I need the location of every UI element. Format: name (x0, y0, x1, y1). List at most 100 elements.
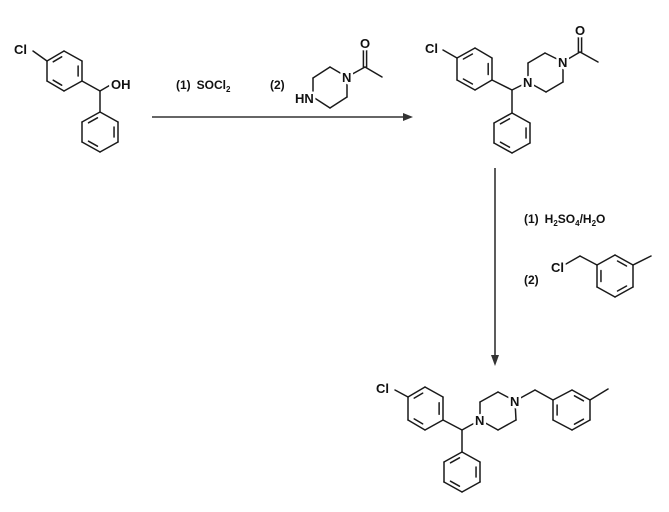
step2-reagent-1: (1)H2SO4/H2O (524, 212, 605, 228)
atom-label-n: N (558, 55, 567, 70)
ring-bond (571, 419, 591, 431)
bond (589, 388, 609, 401)
ring-bond (424, 419, 444, 431)
ring-bond (527, 52, 546, 64)
ring-bond (81, 111, 101, 123)
reaction-arrow-1 (152, 113, 413, 121)
bond (491, 79, 513, 91)
ring-bond (474, 79, 493, 91)
atom-label-o: O (575, 23, 585, 38)
aromatic-double-bond (573, 418, 585, 425)
aromatic-double-bond (449, 457, 461, 464)
bond (534, 389, 554, 401)
ring-bond (493, 142, 513, 154)
aromatic-double-bond (52, 79, 63, 86)
ring-bond (443, 481, 463, 493)
ring-bond (497, 391, 516, 402)
ring-bond (99, 141, 119, 153)
ring-bond (544, 52, 564, 63)
bond (514, 389, 536, 402)
atom-label-cl: Cl (376, 381, 389, 396)
ring-bond (99, 111, 119, 123)
ring-bond (514, 400, 517, 421)
ring-bond (571, 389, 591, 401)
atom-label-cl: Cl (425, 41, 438, 56)
bond (442, 419, 463, 431)
ring-bond (461, 481, 481, 493)
ring-bond (552, 419, 573, 431)
bond (562, 51, 581, 63)
ring-bond (329, 96, 348, 109)
ring-bond (552, 389, 573, 401)
bond (442, 49, 458, 59)
atom-label-n: N (342, 70, 351, 85)
step1-reagent-1: (1)SOCl2 (176, 78, 231, 94)
ring-bond (312, 96, 331, 109)
aromatic-double-bond (52, 56, 63, 63)
aromatic-double-bond (449, 480, 461, 487)
ring-bond (46, 80, 65, 92)
atom-label-cl: Cl (551, 260, 564, 275)
aromatic-double-bond (87, 140, 99, 147)
ring-bond (424, 386, 444, 398)
aromatic-double-bond (413, 418, 424, 425)
ring-bond (497, 419, 517, 431)
atom-label-cl: Cl (14, 42, 27, 57)
reaction-arrow-2 (491, 168, 499, 366)
ring-bond (596, 254, 616, 266)
ring-bond (407, 386, 426, 398)
step1-reagent-2-number: (2) (270, 78, 285, 92)
aromatic-double-bond (616, 285, 628, 292)
aromatic-double-bond (499, 141, 511, 148)
ring-bond (614, 254, 634, 266)
bond (461, 419, 481, 431)
ring-bond (312, 66, 331, 79)
bond (346, 66, 366, 78)
ring-bond (511, 112, 531, 124)
bond (565, 255, 581, 265)
atom-label-n: N (523, 75, 532, 90)
ring-bond (46, 50, 65, 62)
ring-bond (596, 286, 616, 298)
atom-label-hn: HN (295, 91, 314, 106)
ring-bond (614, 286, 634, 298)
ring-bond (456, 79, 476, 91)
bond-layer (32, 33, 652, 493)
atom-label-o: O (360, 36, 370, 51)
ring-bond (511, 142, 531, 154)
ring-bond (407, 419, 426, 431)
ring-bond (63, 80, 83, 92)
ring-bond (63, 50, 83, 62)
aromatic-double-bond (413, 392, 424, 399)
ring-bond (545, 81, 564, 93)
ring-bond (479, 391, 499, 403)
aromatic-double-bond (499, 118, 511, 125)
ring-bond (479, 419, 499, 431)
ring-bond (461, 451, 481, 463)
bond (364, 66, 383, 78)
step2-reagent-2-number: (2) (524, 273, 539, 287)
aromatic-double-bond (87, 117, 99, 124)
ring-bond (329, 66, 348, 78)
bond (99, 83, 113, 92)
ring-bond (81, 141, 101, 153)
aromatic-double-bond (462, 53, 474, 60)
atom-label-n: N (475, 413, 484, 428)
atom-label-oh: OH (111, 77, 131, 92)
bond (579, 255, 598, 266)
aromatic-double-bond (462, 78, 474, 85)
ring-bond (456, 47, 476, 59)
aromatic-double-bond (616, 260, 628, 267)
ring-bond (474, 47, 493, 59)
bond (579, 51, 599, 63)
bond (632, 255, 652, 266)
ring-bond (493, 112, 513, 124)
ring-bond (527, 81, 547, 93)
atom-label-n: N (510, 394, 519, 409)
bond (394, 389, 409, 398)
bond (32, 50, 48, 62)
bond (81, 80, 101, 92)
ring-bond (443, 451, 463, 463)
